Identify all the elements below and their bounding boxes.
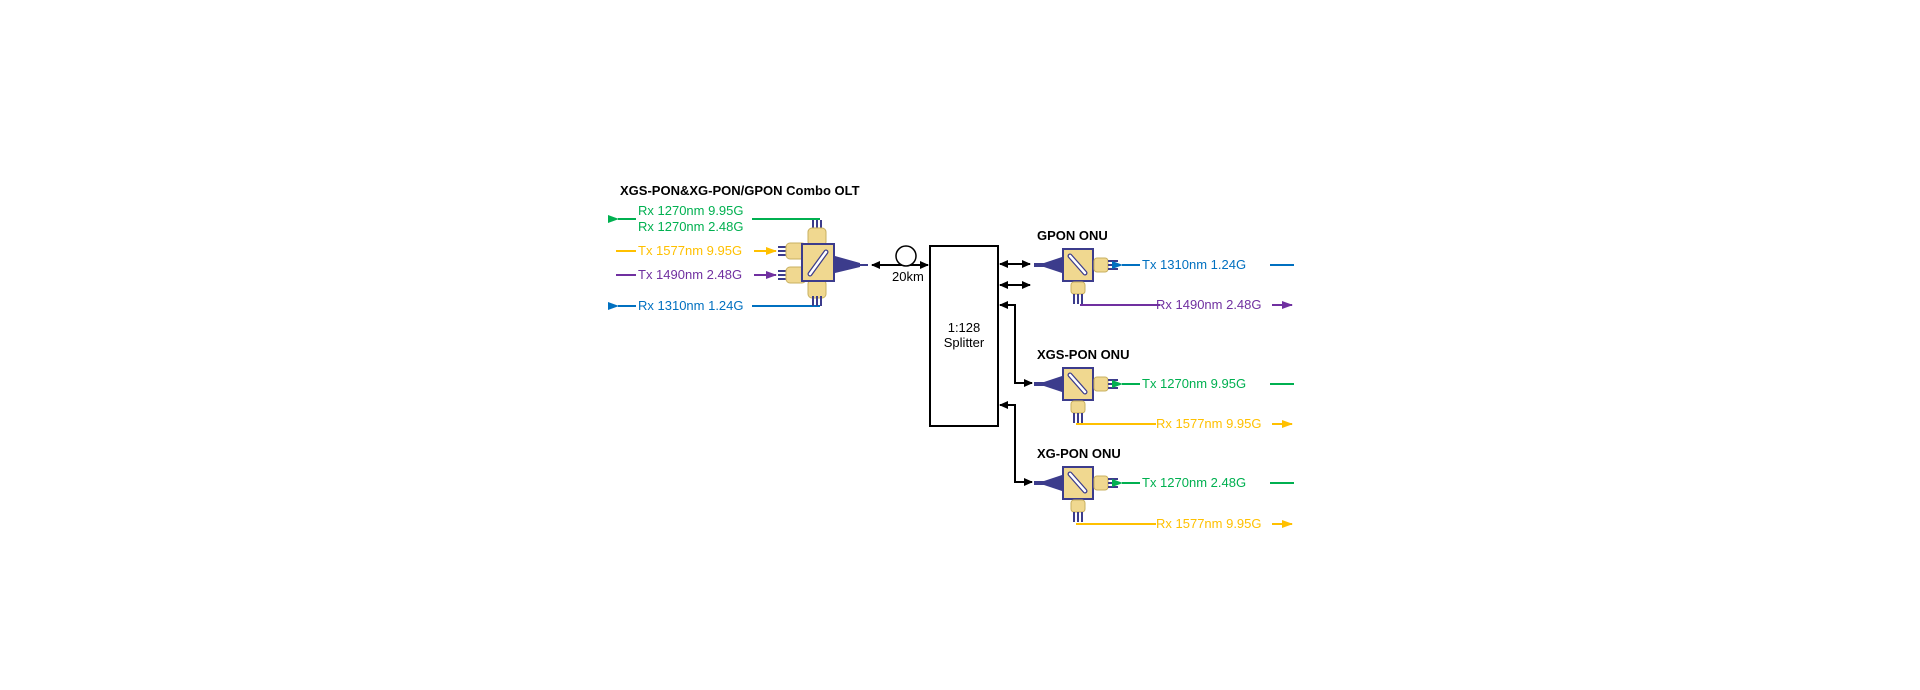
onu-title: GPON ONU (1037, 228, 1108, 243)
olt-title: XGS-PON&XG-PON/GPON Combo OLT (620, 183, 860, 198)
olt-tx-1490-label: Tx 1490nm 2.48G (638, 267, 742, 282)
feeder-fiber: 20km (871, 245, 929, 284)
olt-rx-1310-label: Rx 1310nm 1.24G (638, 298, 744, 313)
onu-rx-label: Rx 1577nm 9.95G (1156, 516, 1262, 531)
onu-tx-label: Tx 1270nm 2.48G (1142, 475, 1246, 490)
onu-rx-label: Rx 1490nm 2.48G (1156, 297, 1262, 312)
olt-tx-1577-signal: Tx 1577nm 9.95G (616, 243, 777, 258)
splitter-box (929, 245, 999, 427)
onu-xgpon: XG-PON ONU Tx 1270nm 2.48G Rx 1577nm 9.9… (1034, 446, 1294, 531)
onu-optical-module (1034, 466, 1118, 522)
onu-optical-module (1034, 367, 1118, 423)
onu-xgspon: XGS-PON ONU Tx 1270nm 9.95G Rx 1577nm 9.… (1034, 347, 1294, 431)
olt-rx-1270-2g-label: Rx 1270nm 2.48G (638, 219, 744, 234)
splitter-output-xgpon (999, 401, 1033, 486)
splitter-ratio: 1:128 (948, 320, 981, 335)
onu-title: XGS-PON ONU (1037, 347, 1129, 362)
fiber-spool-icon (895, 245, 917, 267)
olt-rx-1270-signal: Rx 1270nm 9.95G Rx 1270nm 2.48G (608, 203, 820, 235)
olt-rx-1270-9g-label: Rx 1270nm 9.95G (638, 203, 744, 218)
onu-title: XG-PON ONU (1037, 446, 1121, 461)
olt-optical-module (778, 220, 868, 306)
olt-tx-1490-signal: Tx 1490nm 2.48G (616, 267, 777, 282)
splitter-name: Splitter (944, 335, 985, 350)
onu-rx-label: Rx 1577nm 9.95G (1156, 416, 1262, 431)
olt-rx-1310-signal: Rx 1310nm 1.24G (608, 298, 820, 313)
olt-tx-1577-label: Tx 1577nm 9.95G (638, 243, 742, 258)
fiber-distance-label: 20km (892, 269, 924, 284)
onu-gpon: GPON ONU Tx 1310nm 1.24G Rx 1490nm 2.48G (1034, 228, 1294, 312)
onu-optical-module (1034, 248, 1118, 304)
splitter: 1:128 Splitter (929, 245, 1033, 486)
onu-tx-label: Tx 1270nm 9.95G (1142, 376, 1246, 391)
onu-tx-label: Tx 1310nm 1.24G (1142, 257, 1246, 272)
splitter-output-xgspon (999, 301, 1033, 387)
olt: XGS-PON&XG-PON/GPON Combo OLT Rx 1270nm … (608, 183, 868, 313)
